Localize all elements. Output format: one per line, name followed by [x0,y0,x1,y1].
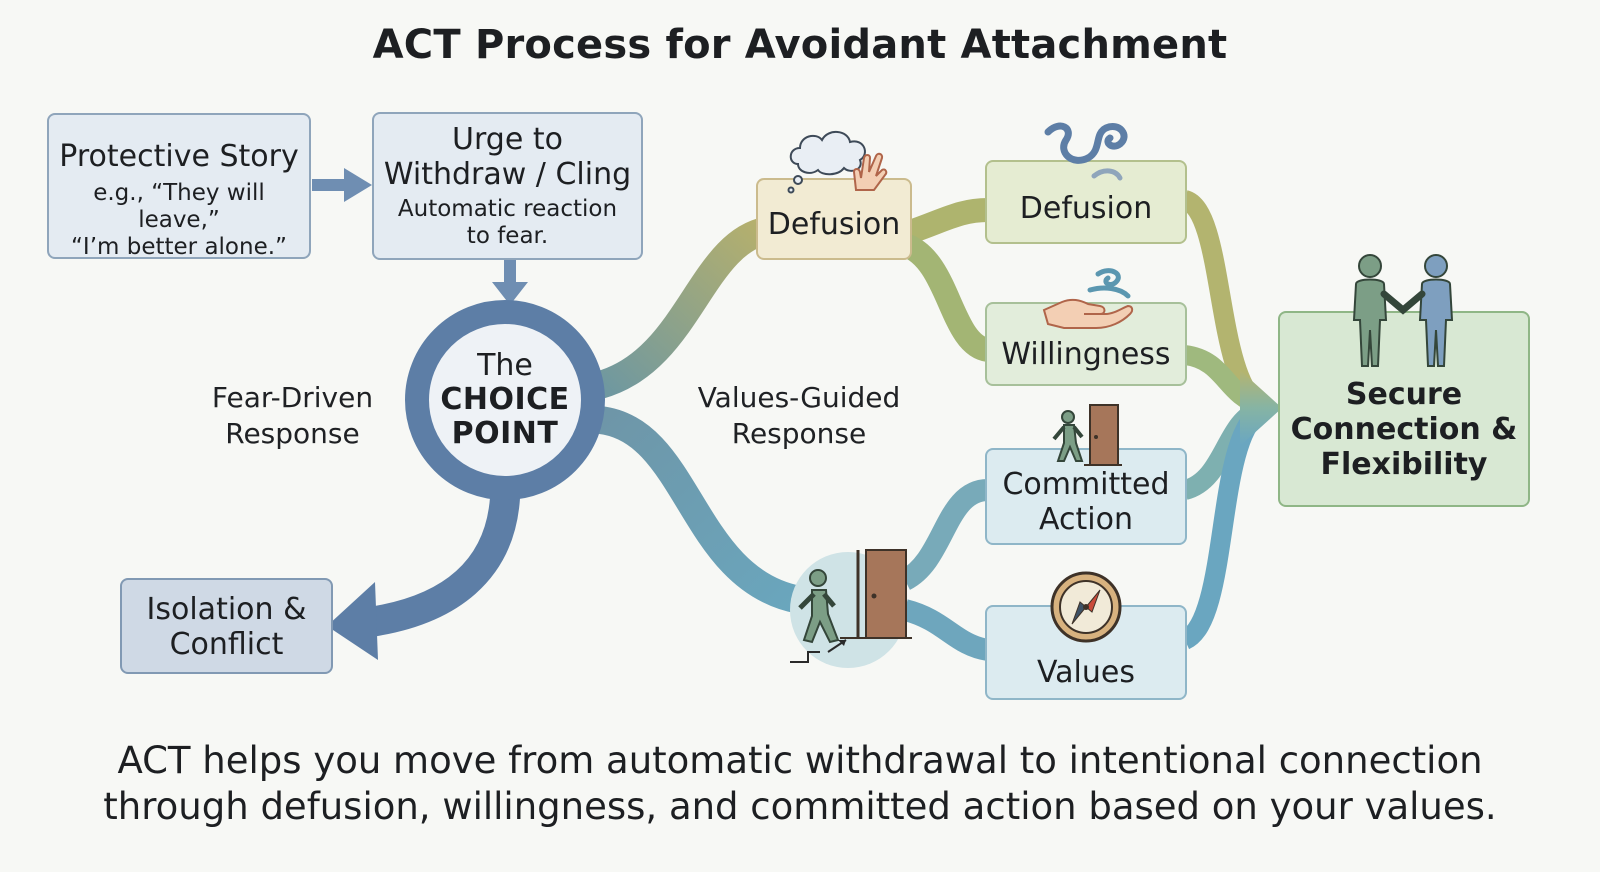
open-hand-icon [1042,268,1134,329]
urge-title-2: Withdraw / Cling [383,157,632,192]
fear-driven-path [327,483,520,660]
footer-summary: ACT helps you move from automatic withdr… [0,738,1600,830]
committed-action-box: Committed Action [985,448,1187,545]
compass-icon [1050,571,1122,643]
choice-point-line-2: CHOICE [440,382,570,417]
choice-point-line-1: The [477,348,533,383]
urge-title-1: Urge to [452,122,563,157]
values-guided-line-1: Values-Guided [697,381,901,414]
fear-driven-line-2: Response [225,417,360,450]
committed-line-1: Committed [1002,467,1170,502]
values-guided-label: Values-Guided Response [680,380,918,452]
stop-hand-icon [852,152,888,191]
urge-box: Urge to Withdraw / Cling Automatic react… [372,112,643,260]
committed-line-2: Action [1039,502,1133,537]
branch-action-to-committed [899,479,990,590]
isolation-conflict-box: Isolation & Conflict [120,578,333,674]
choice-point: The CHOICE POINT [405,300,605,500]
defusion-box: Defusion [985,160,1187,244]
urge-desc-2: to fear. [466,223,549,249]
outcome-line-2: Connection & [1290,412,1518,447]
willingness-label: Willingness [1001,337,1171,372]
urge-desc-1: Automatic reaction [397,196,618,222]
arrow-story-to-urge [312,168,372,202]
protective-story-box: Protective Story e.g., “They will leave,… [47,113,311,260]
outcome-line-1: Secure [1345,377,1463,412]
defusion-hub-label: Defusion [767,207,901,242]
values-path-upper [586,216,784,399]
two-people-icon [1352,254,1454,367]
swirl-icon [1044,122,1128,181]
protective-story-example-2: “I’m better alone.” [71,234,287,260]
branch-defusion-to-defusion [906,198,989,244]
protective-story-example-1: e.g., “They will leave,” [93,180,265,233]
fear-driven-label: Fear-Driven Response [190,380,395,452]
outcome-box: Secure Connection & Flexibility [1278,311,1530,507]
defusion-hub-box: Defusion [756,178,912,260]
protective-story-title: Protective Story [59,139,299,174]
walking-person-icon [790,549,912,668]
values-guided-line-2: Response [731,417,867,450]
door-walking-icon [1052,404,1122,466]
defusion-label: Defusion [1019,191,1153,226]
isolation-line-2: Conflict [169,627,284,662]
values-label: Values [1036,655,1135,690]
outcome-line-3: Flexibility [1320,447,1488,482]
choice-point-line-3: POINT [451,416,559,451]
arrow-urge-to-choice [492,260,528,305]
footer-line-2: through defusion, willingness, and commi… [103,785,1497,828]
fear-driven-line-1: Fear-Driven [211,381,374,414]
values-path-lower [586,406,814,614]
thought-cloud-icon [787,131,866,194]
footer-line-1: ACT helps you move from automatic withdr… [117,739,1483,782]
isolation-line-1: Isolation & [146,592,307,627]
converging-paths [1179,190,1282,650]
diagram-title: ACT Process for Avoidant Attachment [372,22,1228,68]
branch-action-to-values [901,599,991,661]
branch-defusion-to-willingness [900,233,992,362]
